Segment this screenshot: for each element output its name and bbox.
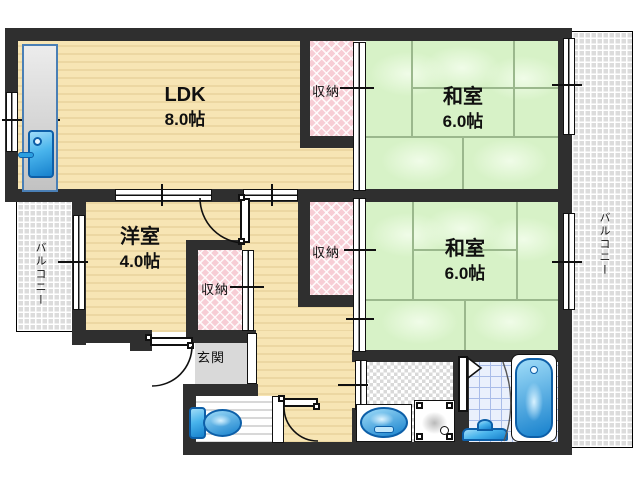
door-leaf-entrance — [150, 337, 193, 346]
entrance-area — [195, 337, 248, 384]
wall-top — [5, 28, 572, 41]
ldk-floor — [18, 41, 354, 191]
tatami-line — [366, 136, 558, 138]
door-hinge — [313, 403, 320, 410]
closet-top-area — [310, 41, 353, 137]
room-name: 和室 — [443, 86, 483, 108]
label-japanese-room-top: 和室 6.0帖 — [393, 84, 533, 134]
closet-middle-area — [310, 202, 353, 296]
room-area: 6.0帖 — [444, 264, 486, 283]
washbasin-icon — [360, 407, 408, 438]
door-hinge — [278, 395, 285, 402]
label-balcony-right: バルコニー — [598, 211, 610, 277]
label-western-room: 洋室 4.0帖 — [80, 224, 200, 274]
toilet-bowl-icon — [203, 409, 242, 437]
label-closet-middle: 収納 — [312, 245, 341, 260]
tatami-line — [366, 299, 558, 301]
room-name: LDK — [164, 84, 206, 106]
label-japanese-room-bottom: 和室 6.0帖 — [395, 236, 535, 286]
pan-corner — [416, 402, 423, 409]
door-arc-entrance — [151, 345, 193, 387]
tick-mark — [338, 384, 368, 386]
wall-closet-west-left — [186, 240, 198, 343]
tatami-line — [516, 202, 518, 301]
label-ldk: LDK 8.0帖 — [110, 82, 260, 132]
wall-closet-west-top — [186, 240, 242, 250]
sliding-window-ldk-a — [115, 189, 212, 201]
window-kitchen — [6, 92, 18, 152]
pan-drain-icon — [440, 426, 449, 435]
tick-mark — [346, 318, 374, 320]
wall-bottom — [183, 442, 572, 455]
tick-mark — [340, 87, 374, 89]
wall-entrance-bottom — [183, 384, 258, 396]
fusuma-japanese-room-bottom — [353, 198, 366, 352]
tatami-line — [513, 41, 515, 138]
tatami-line — [411, 87, 558, 89]
kitchen-faucet-icon — [33, 137, 42, 146]
wall-closet-top-bottom — [300, 136, 355, 148]
room-area: 4.0帖 — [119, 252, 161, 271]
door-leaf-western-room — [240, 198, 250, 243]
tatami-line — [412, 202, 414, 301]
room-name: 和室 — [445, 238, 485, 260]
tick-mark — [552, 261, 582, 263]
tick-mark — [552, 84, 582, 86]
door-hinge — [145, 334, 152, 341]
wall-closet-top-left — [300, 41, 310, 148]
tatami-line — [464, 301, 466, 352]
closet-west-area — [198, 250, 242, 331]
pan-corner — [416, 433, 423, 440]
shower-knob-icon — [477, 419, 493, 431]
fusuma-japanese-room-top — [353, 42, 366, 191]
entrance-step — [247, 333, 257, 384]
pan-corner — [446, 402, 453, 409]
tick-mark — [161, 184, 163, 206]
balcony-left-area — [16, 200, 73, 332]
sliding-window-ldk-b — [243, 189, 298, 201]
door-hinge — [187, 342, 194, 349]
japanese-room-bottom-floor — [366, 202, 558, 352]
room-area: 6.0帖 — [442, 112, 484, 131]
balcony-right-area — [572, 31, 633, 448]
folding-door-bathroom — [458, 356, 468, 412]
pan-corner — [446, 433, 453, 440]
label-balcony-left: バルコニー — [34, 241, 46, 307]
label-closet-west: 収納 — [201, 282, 230, 297]
room-area: 8.0帖 — [164, 110, 206, 129]
tick-mark — [271, 184, 273, 206]
door-leaf-toilet — [283, 398, 318, 407]
bathtub-faucet-icon — [530, 366, 538, 374]
tatami-line — [462, 138, 464, 191]
wall-closet-west-bottom — [186, 330, 256, 343]
label-closet-top: 収納 — [312, 84, 341, 99]
door-hinge — [238, 238, 245, 245]
wall-closet-middle-left — [298, 195, 310, 307]
door-hinge — [238, 194, 245, 201]
tatami-line — [411, 41, 413, 138]
window-right-top — [563, 38, 575, 135]
tick-mark — [230, 286, 264, 288]
washbasin-lip — [374, 426, 394, 433]
bathtub-icon — [515, 358, 553, 438]
room-name: 洋室 — [120, 226, 160, 248]
sliding-door-closet-west — [242, 250, 254, 331]
label-entrance: 玄関 — [197, 350, 226, 365]
tick-mark — [344, 249, 376, 251]
kitchen-faucet-handle — [18, 152, 34, 158]
tick-mark — [58, 261, 88, 263]
wall-closet-middle-bottom — [298, 295, 366, 307]
tatami-line — [412, 249, 518, 251]
